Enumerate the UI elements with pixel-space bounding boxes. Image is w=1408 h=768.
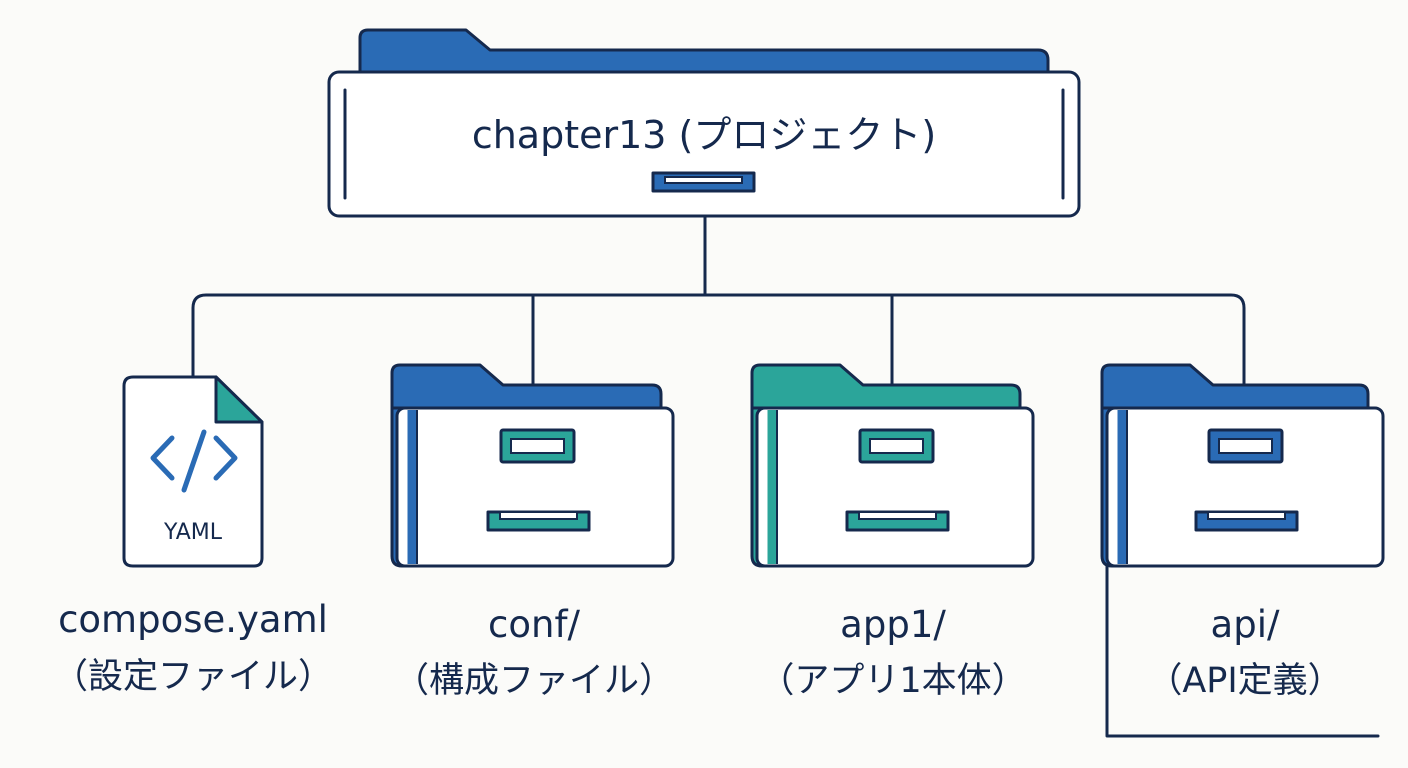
app1-description: （アプリ1本体） [759,661,1026,701]
api-folder-front [1105,406,1385,568]
app1-folder-tab [750,363,1022,410]
app1-drawer-handle-slot [858,511,937,520]
app1-label-slot [869,438,924,454]
app1-folder-front [755,406,1035,568]
app1-name: app1/ [840,603,946,646]
root-label: chapter13 (プロジェクト) [472,113,936,157]
app1-folder[interactable]: app1/ （アプリ1本体） [750,363,1035,701]
conf-folder-front [395,406,675,568]
root-drawer-handle-slot [664,176,743,184]
root-drawer-front [327,70,1081,218]
conf-name: conf/ [488,603,580,646]
file-corner-fold [214,375,264,424]
api-description: （API定義） [1147,661,1342,701]
branch-line [191,293,1246,407]
compose-yaml-name: compose.yaml [58,598,328,641]
api-bracket [1105,564,1380,738]
conf-description: （構成ファイル） [394,661,674,701]
conf-drawer-handle-slot [499,511,578,520]
compose-yaml-description: （設定ファイル） [53,657,333,697]
root-folder[interactable]: chapter13 (プロジェクト) [327,28,1081,218]
conf-folder[interactable]: conf/ （構成ファイル） [390,363,675,701]
code-icon [150,429,238,493]
compose-yaml-file[interactable]: YAML compose.yaml （設定ファイル） [53,375,333,697]
api-label-slot [1218,438,1273,454]
file-type-badge: YAML [163,520,223,545]
conf-label-slot [510,438,565,454]
root-folder-tab [358,28,1050,74]
api-folder[interactable]: api/ （API定義） [1100,363,1385,738]
api-drawer-handle-slot [1207,511,1286,520]
conf-folder-tab [390,363,663,410]
api-folder-tab [1100,363,1370,410]
api-name: api/ [1211,603,1280,646]
tree-connectors [191,214,1246,407]
